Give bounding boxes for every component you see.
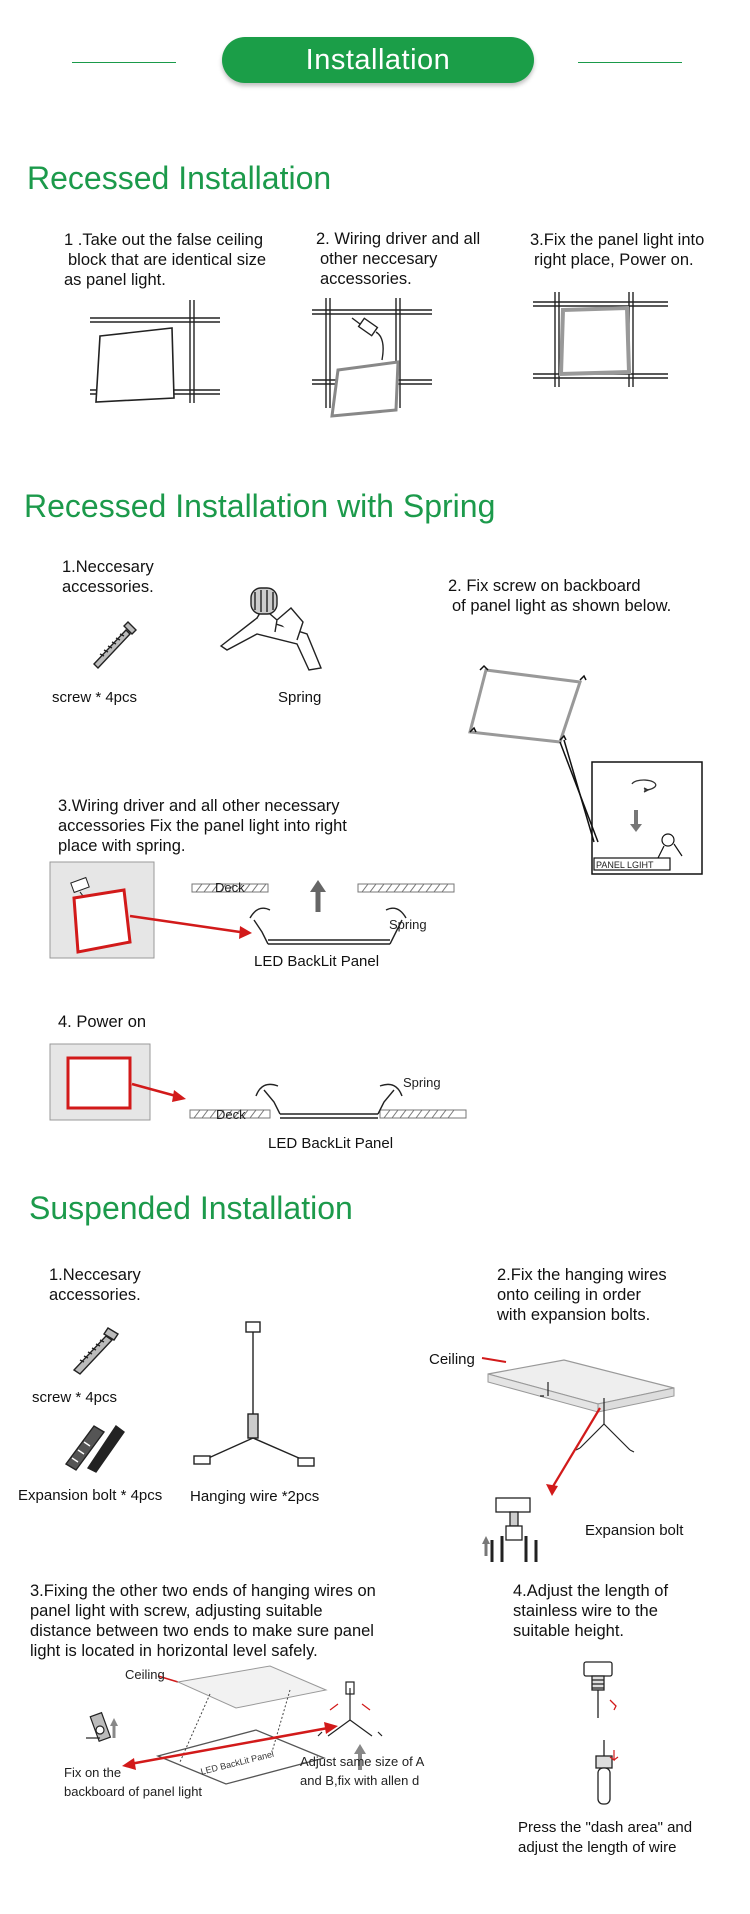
ceiling-label-2: Ceiling xyxy=(125,1667,165,1682)
header-rule-left xyxy=(72,62,176,63)
hanging-wire-label: Hanging wire *2pcs xyxy=(190,1488,320,1505)
screw-icon xyxy=(93,621,137,670)
expansion-bolt-icon xyxy=(64,1424,125,1473)
spring-wiring-diagram xyxy=(49,861,455,959)
screw-icon-2 xyxy=(72,1327,119,1375)
spring-label-2: Spring xyxy=(403,1075,441,1090)
suspended-fixing-diagram: LED BackLit Panel xyxy=(86,1665,383,1785)
screw-label: screw * 4pcs xyxy=(52,689,138,706)
suspended-step-3: 3.Fixing the other two ends of hanging w… xyxy=(30,1582,376,1660)
spring-step-4: 4. Power on xyxy=(58,1013,147,1031)
recessed-diagram-1 xyxy=(90,300,220,403)
hanging-wire-icon xyxy=(193,1321,315,1467)
header-rule-right xyxy=(578,62,682,63)
section-title-spring: Recessed Installation with Spring xyxy=(24,488,496,524)
deck-label: Deck xyxy=(215,880,245,895)
suspended-screw-label: screw * 4pcs xyxy=(32,1389,118,1406)
spring-label: Spring xyxy=(278,689,322,706)
recessed-diagram-2 xyxy=(312,298,432,418)
expansion-bolt-detail xyxy=(482,1497,538,1562)
spring-backboard-diagram: PANEL LGIHT xyxy=(468,664,703,875)
spring-poweron-diagram xyxy=(49,1043,467,1121)
led-panel-label: LED BackLit Panel xyxy=(254,953,380,970)
recessed-diagram-3 xyxy=(533,292,668,387)
spring-clip-icon xyxy=(219,587,322,671)
panel-light-tag: PANEL LGIHT xyxy=(596,860,654,870)
section-title-recessed: Recessed Installation xyxy=(27,160,332,196)
led-panel-label-2: LED BackLit Panel xyxy=(268,1135,394,1152)
ceiling-label: Ceiling xyxy=(429,1351,475,1368)
ceiling-wire-diagram xyxy=(481,1357,675,1496)
page-title: Installation xyxy=(222,37,534,83)
wire-press-icon xyxy=(595,1740,619,1805)
section-title-suspended: Suspended Installation xyxy=(29,1190,353,1226)
wire-adjuster-icon xyxy=(583,1661,617,1718)
expansion-bolt-label: Expansion bolt * 4pcs xyxy=(18,1487,163,1504)
spring-side-label: Spring xyxy=(389,917,427,932)
deck-label-2: Deck xyxy=(216,1107,246,1122)
expansion-bolt-diagram-label: Expansion bolt xyxy=(585,1522,684,1539)
